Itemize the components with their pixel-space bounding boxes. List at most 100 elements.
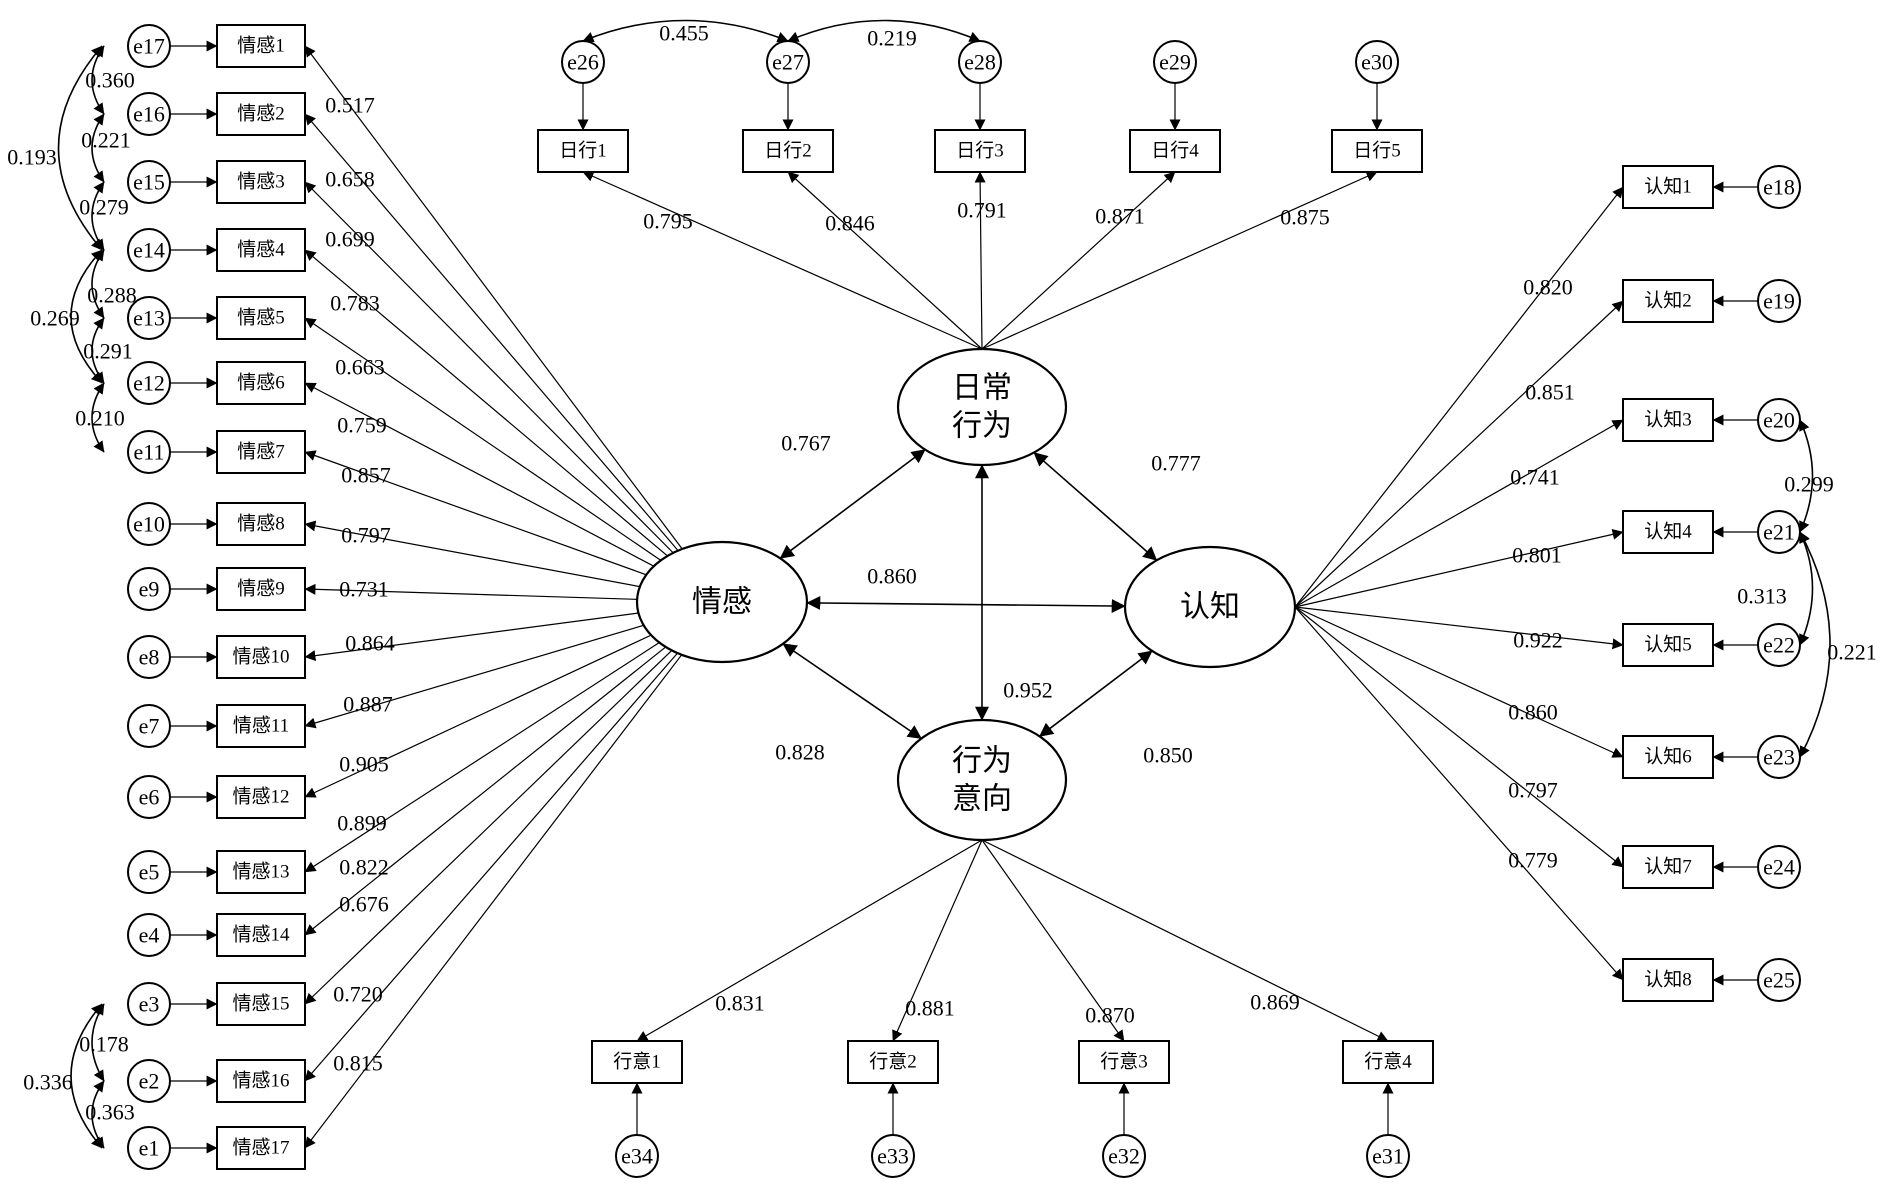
indicator-box bbox=[1129, 129, 1221, 173]
indicator-box bbox=[216, 160, 306, 204]
latent-correlation-value: 0.767 bbox=[781, 431, 831, 456]
indicator-box bbox=[216, 502, 306, 546]
loading-path-arrow bbox=[304, 181, 674, 554]
latent-correlation-arrow bbox=[782, 643, 922, 740]
indicator-label: 情感17 bbox=[232, 1137, 289, 1159]
error-term-label: e16 bbox=[133, 102, 165, 127]
latent-correlation-arrow bbox=[779, 449, 926, 559]
error-term-label: e14 bbox=[133, 238, 165, 263]
latent-label: 行为 bbox=[952, 410, 1012, 443]
error-term-label: e6 bbox=[139, 785, 160, 810]
error-term-circle bbox=[1757, 398, 1801, 442]
indicator-label: 认知2 bbox=[1644, 290, 1692, 312]
error-term-label: e22 bbox=[1763, 633, 1795, 658]
error-term-label: e32 bbox=[1108, 1144, 1140, 1169]
error-term-label: e11 bbox=[134, 440, 165, 465]
loading-value: 0.869 bbox=[1250, 990, 1300, 1015]
error-term-label: e9 bbox=[139, 577, 160, 602]
latent-correlation-value: 0.777 bbox=[1151, 451, 1201, 476]
indicator-box bbox=[847, 1040, 939, 1084]
loading-path-arrow bbox=[1294, 300, 1624, 608]
error-correlation-value: 0.178 bbox=[79, 1032, 129, 1057]
error-term-label: e1 bbox=[139, 1136, 160, 1161]
indicator-label: 行意2 bbox=[869, 1051, 917, 1073]
loading-path-arrow bbox=[304, 45, 683, 550]
loading-value: 0.851 bbox=[1525, 380, 1575, 405]
error-term-circle bbox=[127, 850, 171, 894]
error-term-circle bbox=[127, 775, 171, 819]
loading-path-arrow bbox=[981, 839, 1389, 1042]
error-correlation-value: 0.269 bbox=[30, 306, 80, 331]
loading-path-arrow bbox=[304, 642, 660, 873]
error-term-circle bbox=[1366, 1134, 1410, 1178]
error-term-label: e4 bbox=[139, 923, 160, 948]
loading-value: 0.759 bbox=[337, 413, 387, 438]
error-term-circle bbox=[127, 913, 171, 957]
loading-value: 0.791 bbox=[957, 198, 1007, 223]
indicator-box bbox=[1342, 1040, 1434, 1084]
loading-value: 0.783 bbox=[330, 291, 380, 316]
indicator-box bbox=[216, 913, 306, 957]
error-term-label: e27 bbox=[772, 50, 804, 75]
error-term-circle bbox=[871, 1134, 915, 1178]
indicator-box bbox=[216, 228, 306, 272]
indicator-box bbox=[1078, 1040, 1170, 1084]
latent-label: 行为 bbox=[952, 745, 1012, 778]
indicator-label: 日行1 bbox=[559, 140, 607, 162]
loading-path-arrow bbox=[304, 652, 678, 1082]
error-correlation-value: 0.288 bbox=[87, 283, 137, 308]
error-term-label: e12 bbox=[133, 371, 165, 396]
error-term-circle bbox=[1153, 40, 1197, 84]
error-term-circle bbox=[127, 92, 171, 136]
loading-path-arrow bbox=[304, 249, 668, 557]
indicator-box bbox=[216, 361, 306, 405]
indicator-label: 情感1 bbox=[237, 35, 285, 57]
error-term-circle bbox=[127, 296, 171, 340]
indicator-box bbox=[216, 567, 306, 611]
loading-path-arrow bbox=[1294, 606, 1624, 650]
error-term-circle bbox=[1757, 623, 1801, 667]
indicator-box bbox=[216, 635, 306, 679]
error-correlation-value: 0.313 bbox=[1737, 584, 1787, 609]
error-term-label: e30 bbox=[1361, 50, 1393, 75]
error-term-circle bbox=[615, 1134, 659, 1178]
loading-path-arrow bbox=[304, 583, 638, 600]
loading-path-arrow bbox=[974, 171, 986, 350]
loading-path-arrow bbox=[304, 317, 662, 561]
error-term-circle bbox=[958, 40, 1002, 84]
error-term-circle bbox=[1757, 735, 1801, 779]
error-term-label: e33 bbox=[877, 1144, 909, 1169]
indicator-label: 认知6 bbox=[1644, 746, 1692, 768]
latent-correlation-value: 0.828 bbox=[775, 740, 825, 765]
error-correlation-value: 0.299 bbox=[1784, 472, 1834, 497]
indicator-label: 认知5 bbox=[1644, 634, 1692, 656]
error-term-circle bbox=[1102, 1134, 1146, 1178]
loading-path-arrow bbox=[304, 450, 647, 576]
loading-path-arrow bbox=[304, 612, 639, 662]
latent-correlation-value: 0.860 bbox=[867, 564, 917, 589]
indicator-box bbox=[1622, 958, 1714, 1002]
indicator-label: 情感11 bbox=[233, 715, 289, 737]
error-term-label: e19 bbox=[1763, 289, 1795, 314]
error-correlation-arc bbox=[57, 45, 103, 251]
indicator-box bbox=[216, 430, 306, 474]
error-correlation-value: 0.210 bbox=[75, 406, 125, 431]
error-term-circle bbox=[1757, 958, 1801, 1002]
indicator-label: 情感5 bbox=[237, 307, 285, 329]
loading-value: 0.795 bbox=[643, 209, 693, 234]
shape-layer bbox=[127, 24, 1801, 1178]
indicator-box bbox=[216, 296, 306, 340]
error-term-label: e17 bbox=[133, 34, 165, 59]
latent-ellipse-L3 bbox=[1123, 545, 1297, 669]
loading-value: 0.731 bbox=[339, 577, 389, 602]
loading-path-arrow bbox=[1294, 419, 1624, 608]
error-term-label: e7 bbox=[139, 714, 160, 739]
indicator-label: 行意4 bbox=[1364, 1051, 1412, 1073]
error-term-label: e31 bbox=[1372, 1144, 1404, 1169]
error-correlation-arc bbox=[70, 249, 103, 384]
loading-path-arrow bbox=[1294, 606, 1624, 758]
loading-value: 0.720 bbox=[333, 982, 383, 1007]
loading-value: 0.922 bbox=[1513, 628, 1563, 653]
